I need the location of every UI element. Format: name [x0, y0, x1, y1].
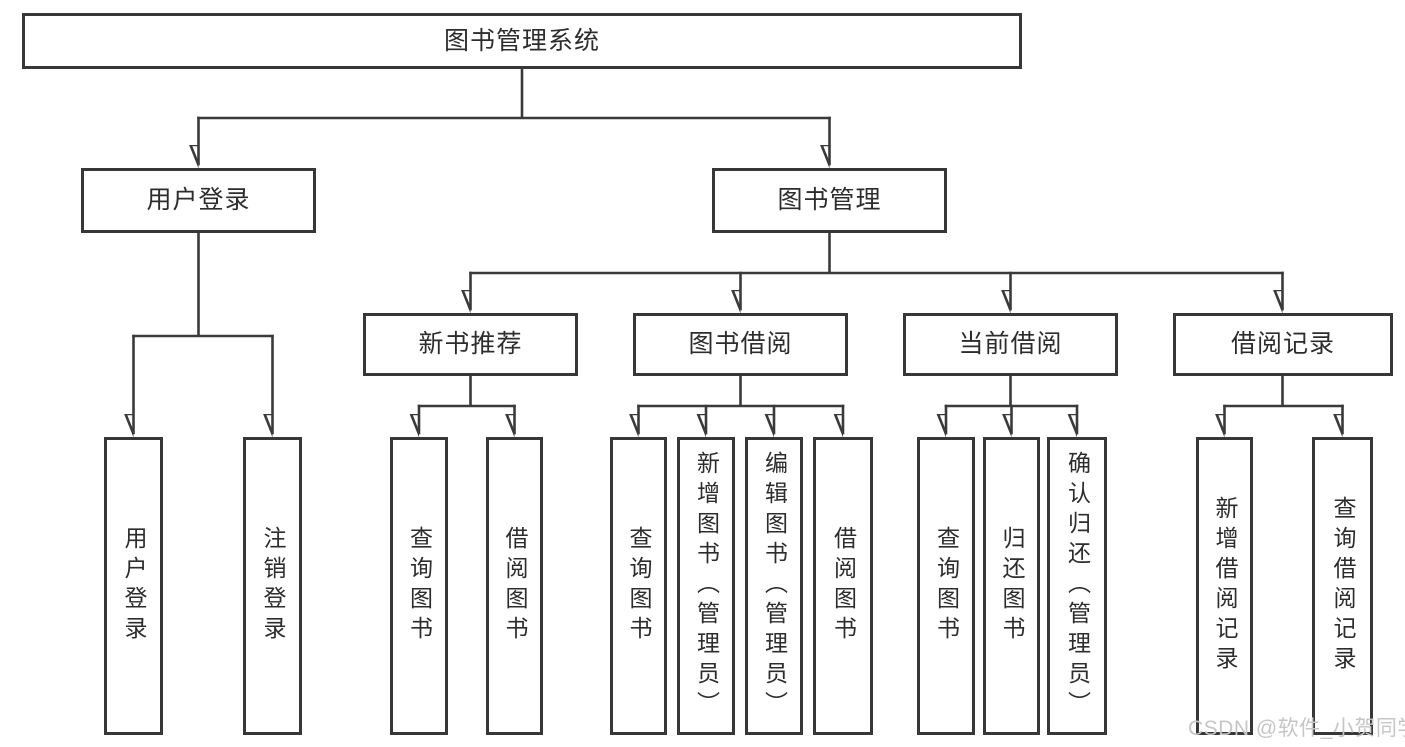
leaf-edit-book-admin: 编辑图书（管理员）: [745, 437, 803, 735]
node-label: 新增借阅记录: [1212, 496, 1238, 676]
leaf-query-book-recommend: 查询图书: [390, 437, 448, 735]
edge-new-book-recommend-trunk: [417, 374, 516, 408]
node-label: 借阅记录: [1230, 330, 1335, 358]
edge-current-borrowing-trunk: [944, 374, 1079, 408]
leaf-user-login: 用户登录: [104, 437, 163, 735]
node-label: 查询图书: [933, 526, 960, 646]
leaf-confirm-return-admin: 确认归还（管理员）: [1047, 437, 1107, 735]
node-borrowing-records: 借阅记录: [1173, 313, 1393, 376]
edge-root-trunk: [197, 67, 831, 120]
node-label: 查询图书: [626, 526, 652, 646]
node-label: 新增图书（管理员）: [693, 451, 720, 721]
node-label: 用户登录: [121, 526, 147, 646]
leaf-logout: 注销登录: [243, 437, 302, 735]
leaf-borrow-book: 借阅图书: [813, 437, 873, 735]
leaf-return-book: 归还图书: [983, 437, 1040, 735]
node-label: 图书借阅: [688, 330, 793, 358]
node-new-book-recommend: 新书推荐: [363, 313, 578, 376]
edge-book-management-trunk: [469, 231, 1284, 275]
node-label: 图书管理: [777, 186, 882, 214]
node-root: 图书管理系统: [22, 13, 1022, 69]
edge-user-login-trunk: [132, 231, 274, 338]
node-label: 借阅图书: [502, 526, 528, 646]
node-label: 当前借阅: [958, 330, 1063, 358]
node-label: 图书管理系统: [443, 26, 600, 55]
leaf-query-borrow-record: 查询借阅记录: [1312, 437, 1373, 735]
node-current-borrowing: 当前借阅: [903, 313, 1118, 376]
leaf-query-book-borrowing: 查询图书: [610, 437, 667, 735]
node-label: 查询图书: [406, 526, 433, 646]
csdn-watermark: CSDN @软件_小贺同学: [1188, 717, 1405, 740]
leaf-add-book-admin: 新增图书（管理员）: [677, 437, 735, 735]
node-book-management: 图书管理: [712, 168, 947, 233]
node-label: 查询借阅记录: [1330, 496, 1356, 676]
leaf-query-book-current: 查询图书: [917, 437, 975, 735]
node-label: 新书推荐: [418, 330, 523, 358]
leaf-borrow-book-recommend: 借阅图书: [486, 437, 543, 735]
node-label: 注销登录: [260, 526, 286, 646]
edge-borrowing-records-trunk: [1223, 374, 1344, 408]
node-label: 确认归还（管理员）: [1064, 451, 1091, 721]
node-user-login: 用户登录: [81, 168, 316, 233]
node-label: 归还图书: [999, 526, 1025, 646]
node-label: 编辑图书（管理员）: [761, 451, 788, 721]
node-book-borrowing: 图书借阅: [633, 313, 848, 376]
node-label: 用户登录: [146, 186, 251, 214]
edge-book-borrowing-trunk: [637, 374, 845, 408]
leaf-add-borrow-record: 新增借阅记录: [1196, 437, 1253, 735]
node-label: 借阅图书: [830, 526, 857, 646]
